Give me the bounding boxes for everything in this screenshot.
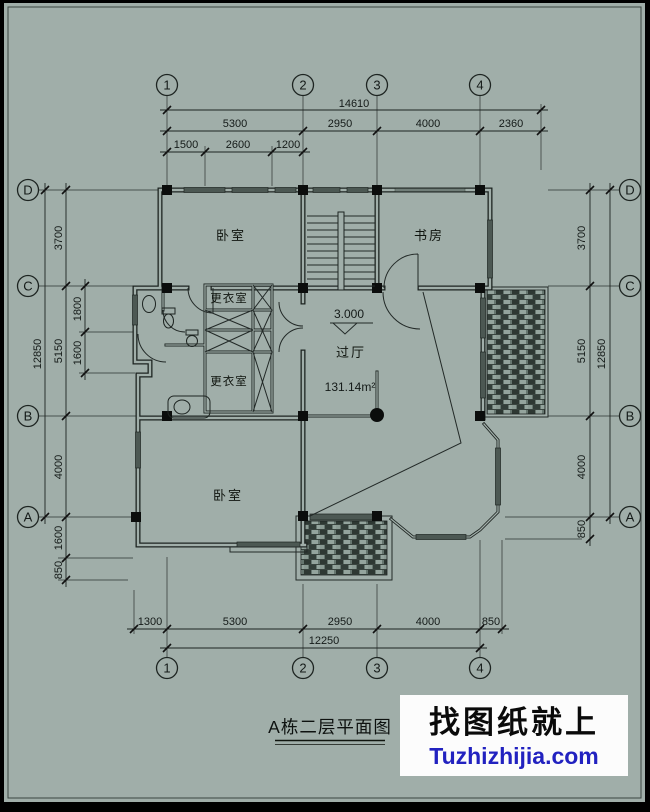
title-text: A栋二层平面图: [268, 717, 392, 737]
axis-bubbles: [16, 73, 642, 680]
bathroom-fixtures: [142, 295, 211, 419]
dim-top-sub3: 1200: [276, 139, 300, 151]
watermark: 找图纸就上 Tuzhizhijia.com: [400, 695, 628, 776]
dim-bottom-seg5: 850: [482, 616, 500, 628]
dim-right-below1: 850: [576, 520, 588, 538]
toilet2: [186, 335, 198, 347]
bathtub-basin: [173, 399, 191, 415]
hall-area-label: 131.14m²: [325, 380, 376, 394]
axis-left-d: D: [23, 183, 32, 198]
columns: [131, 185, 485, 522]
dim-left-below2: 850: [53, 561, 65, 579]
dim-bottom-seg1: 1300: [138, 616, 162, 628]
dim-right-seg3: 4000: [576, 455, 588, 479]
dim-right-overall: 12850: [596, 339, 608, 370]
dim-bottom-overall: 12250: [309, 635, 340, 647]
axis-top-1: 1: [163, 78, 170, 93]
dim-bottom-seg4: 4000: [416, 616, 440, 628]
room-label-closet-top: 更衣室: [210, 291, 248, 305]
dim-right-seg2: 5150: [576, 339, 588, 363]
axis-top-3: 3: [373, 78, 380, 93]
level-value: 3.000: [334, 307, 364, 321]
staircase: [307, 211, 375, 291]
axis-bottom-1: 1: [163, 661, 170, 676]
drawing-title: A栋二层平面图: [268, 717, 392, 745]
dim-bottom-seg2: 5300: [223, 616, 247, 628]
dim-left-inner1: 1800: [72, 297, 84, 321]
extension-lines: [39, 96, 619, 657]
sink: [142, 295, 156, 313]
dim-chain-top: 14610 5300 2950 4000 2360 1500 2600 1200: [160, 98, 548, 157]
windows: [132, 187, 501, 553]
room-label-hall: 过厅: [336, 345, 366, 360]
level-marker: 3.000: [330, 307, 373, 335]
axis-left-a: A: [24, 510, 33, 525]
dim-left-inner2: 1600: [72, 341, 84, 365]
roof-terrace-right: [483, 286, 549, 418]
room-label-bedroom-top: 卧室: [216, 228, 246, 243]
dim-top-seg3: 4000: [416, 118, 440, 130]
dim-chain-right: 3700 5150 4000 850 12850: [576, 183, 615, 546]
dim-bottom-seg3: 2950: [328, 616, 352, 628]
dim-left-overall: 12850: [32, 339, 44, 370]
doors: [137, 253, 421, 363]
roof-slope-lines: [309, 291, 462, 517]
watermark-site: Tuzhizhijia.com: [429, 743, 599, 769]
dim-chain-bottom: 1300 5300 2950 4000 850 12250: [127, 616, 509, 653]
room-label-bedroom-bottom: 卧室: [213, 488, 243, 503]
dim-right-seg1: 3700: [576, 226, 588, 250]
axis-right-c: C: [625, 279, 634, 294]
roof-canopy-bottom: [295, 513, 393, 581]
bathtub: [167, 395, 211, 419]
axis-left-b: B: [24, 409, 33, 424]
dim-top-seg4: 2360: [499, 118, 523, 130]
axis-bottom-2: 2: [299, 661, 306, 676]
axis-right-d: D: [625, 183, 634, 198]
watermark-slogan: 找图纸就上: [429, 705, 599, 740]
dim-left-seg3: 4000: [53, 455, 65, 479]
room-label-closet-bottom: 更衣室: [210, 374, 248, 388]
axis-bottom-4: 4: [476, 661, 483, 676]
axis-right-b: B: [626, 409, 635, 424]
axis-bottom-3: 3: [373, 661, 380, 676]
dim-left-below1: 1600: [53, 526, 65, 550]
dim-top-sub1: 1500: [174, 139, 198, 151]
toilet: [163, 313, 174, 329]
dim-top-overall: 14610: [339, 98, 370, 110]
axis-right-a: A: [626, 510, 635, 525]
dim-chain-left: 12850 3700 5150 4000 1600 850 1800 1600: [32, 183, 90, 587]
watermark-box: [400, 695, 628, 776]
axis-bubble-labels: 1 2 3 4 1 2 3 4 D C B A D C B A: [23, 78, 634, 676]
room-labels: 卧室 书房 更衣室 更衣室 过厅 131.14m² 卧室: [210, 228, 444, 503]
axis-left-c: C: [23, 279, 32, 294]
dim-top-seg2: 2950: [328, 118, 352, 130]
room-label-study: 书房: [414, 228, 444, 243]
axis-top-4: 4: [476, 78, 483, 93]
axis-top-2: 2: [299, 78, 306, 93]
dim-left-seg1: 3700: [53, 226, 65, 250]
dim-top-sub2: 2600: [226, 139, 250, 151]
closet-x-symbols: [204, 284, 273, 413]
round-column: [370, 408, 384, 422]
dim-top-seg1: 5300: [223, 118, 247, 130]
dim-left-seg2: 5150: [53, 339, 65, 363]
